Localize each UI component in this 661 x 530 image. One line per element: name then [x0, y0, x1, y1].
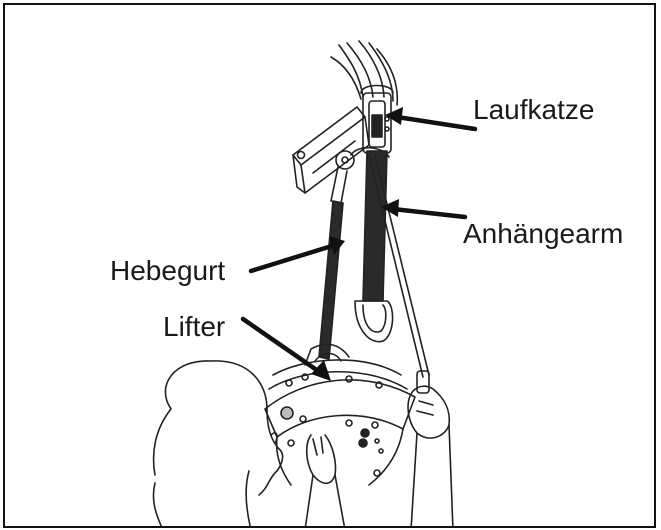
ceiling-cables — [331, 41, 397, 105]
person — [153, 361, 282, 528]
hanging-arm-strap — [355, 151, 393, 342]
lifter-arrow — [243, 319, 321, 373]
lift-illustration — [5, 5, 656, 528]
label-anhaengearm: Anhängearm — [463, 220, 623, 248]
label-laufkatze: Laufkatze — [473, 96, 594, 124]
laufkatze-arrowhead — [385, 107, 403, 125]
right-hand — [408, 386, 453, 528]
trolley — [351, 86, 393, 158]
lifting-strap — [319, 201, 343, 359]
arrows — [243, 117, 475, 373]
laufkatze-arrow — [397, 117, 475, 129]
label-lifter: Lifter — [163, 313, 225, 341]
left-hand — [305, 435, 345, 528]
lifter-bar — [265, 344, 415, 485]
label-hebegurt: Hebegurt — [110, 257, 225, 285]
hebegurt-arrow — [251, 245, 335, 271]
anhaengearm-arrow — [393, 209, 465, 217]
diagram-frame: Laufkatze Anhängearm Hebegurt Lifter — [3, 3, 656, 528]
